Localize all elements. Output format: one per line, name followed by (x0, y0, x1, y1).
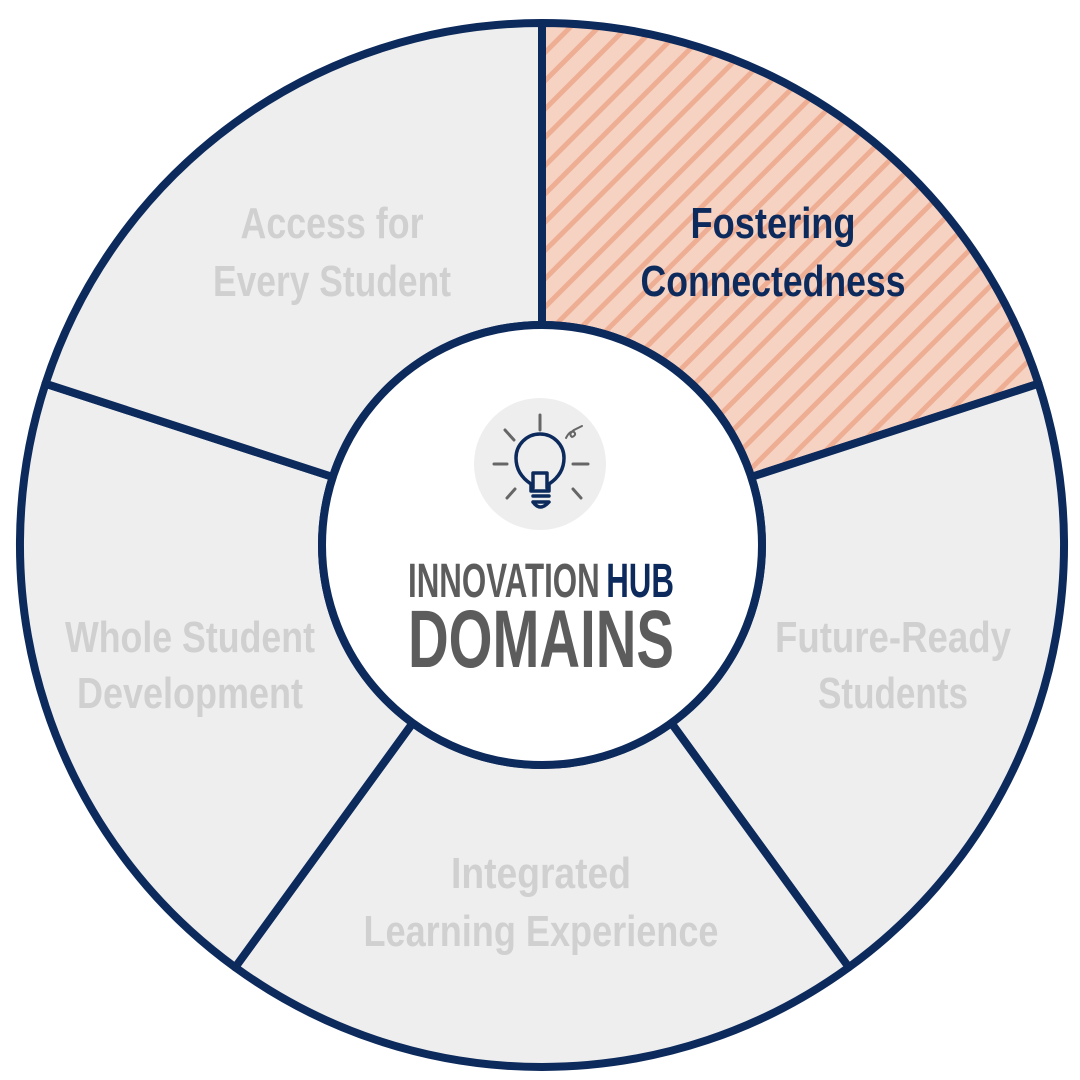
segment-label-line2: Every Student (213, 257, 451, 306)
segment-label-line1: Fostering (691, 199, 856, 248)
hub-title-innovation: INNOVATION (408, 555, 600, 608)
segment-label-line1: Whole Student (65, 613, 315, 662)
hub-title-line1: INNOVATIONHUB (408, 555, 674, 608)
segment-label-line1: Integrated (451, 849, 631, 898)
segment-label-line2: Development (77, 669, 303, 718)
hub-title-hub: HUB (606, 555, 674, 608)
lightbulb-icon (474, 398, 606, 530)
segment-label-line1: Future-Ready (775, 613, 1011, 662)
segment-label-line2: Connectedness (641, 257, 906, 306)
segment-label-line2: Students (818, 669, 968, 718)
center-circle (318, 321, 766, 769)
hub-title-domains: DOMAINS (408, 594, 674, 685)
segment-label-line1: Access for (241, 199, 424, 248)
segment-label-line2: Learning Experience (364, 907, 719, 956)
